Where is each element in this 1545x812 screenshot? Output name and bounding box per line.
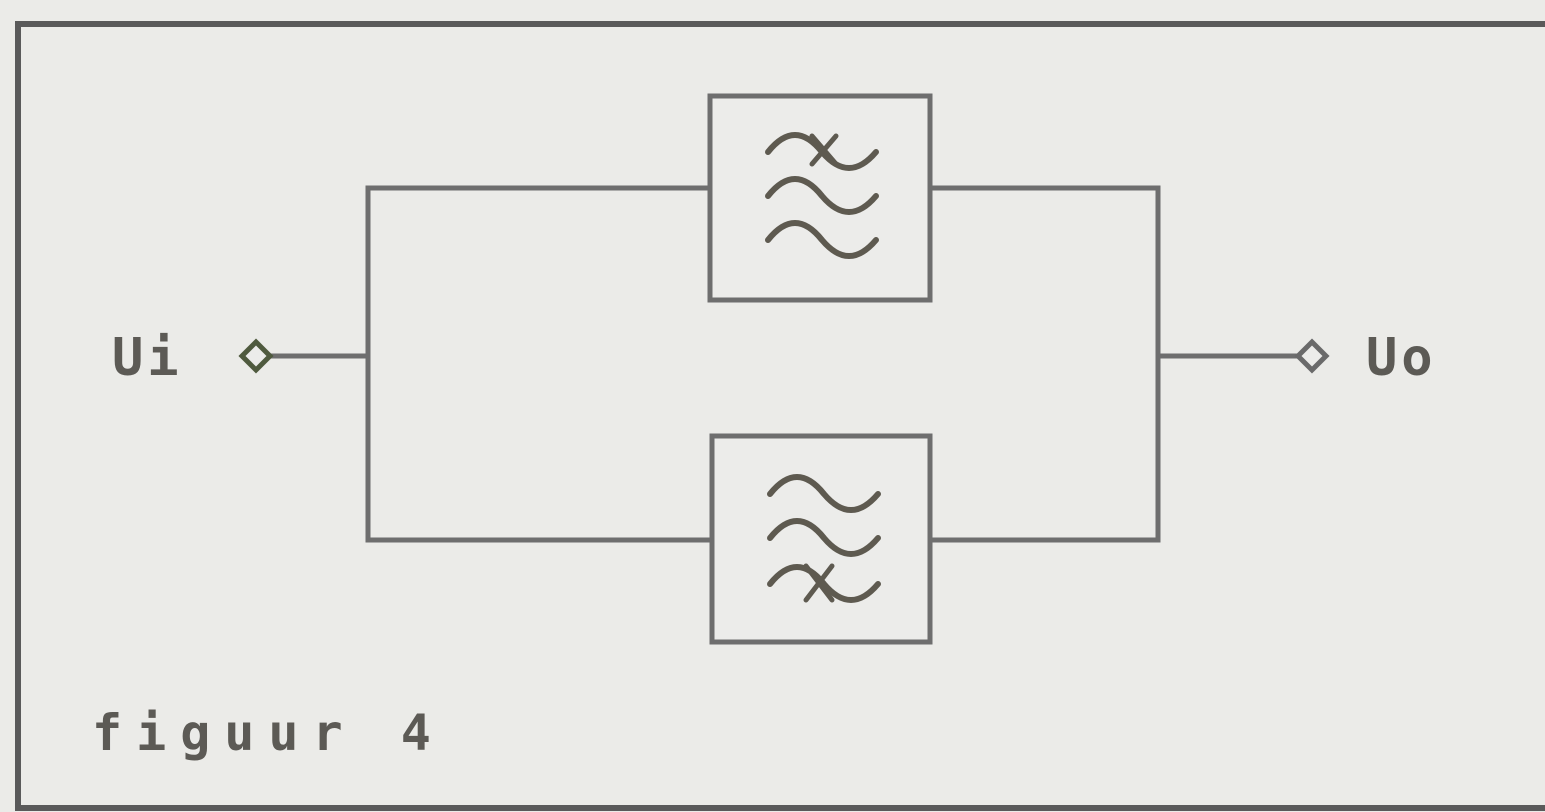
wiring	[267, 185, 1301, 543]
top-filter-wave-2	[765, 176, 879, 215]
input-label: Ui	[112, 328, 183, 388]
top-filter-strike-2	[809, 133, 839, 167]
input-terminal-icon	[238, 338, 274, 374]
figure-caption: figuur 4	[92, 704, 445, 762]
output-terminal-icon	[1294, 338, 1330, 374]
bottom-filter-wave-1	[767, 474, 881, 513]
bottom-filter-wave-2	[767, 518, 881, 557]
top-filter-wave-3	[765, 220, 879, 259]
diagram-frame	[15, 21, 1545, 811]
top-filter-block	[707, 93, 933, 303]
top-filter-box	[707, 93, 933, 303]
bottom-filter-strike-2	[803, 563, 835, 603]
output-label: Uo	[1366, 328, 1437, 388]
bottom-filter-block	[709, 433, 933, 645]
bottom-filter-wave-3	[767, 564, 881, 603]
